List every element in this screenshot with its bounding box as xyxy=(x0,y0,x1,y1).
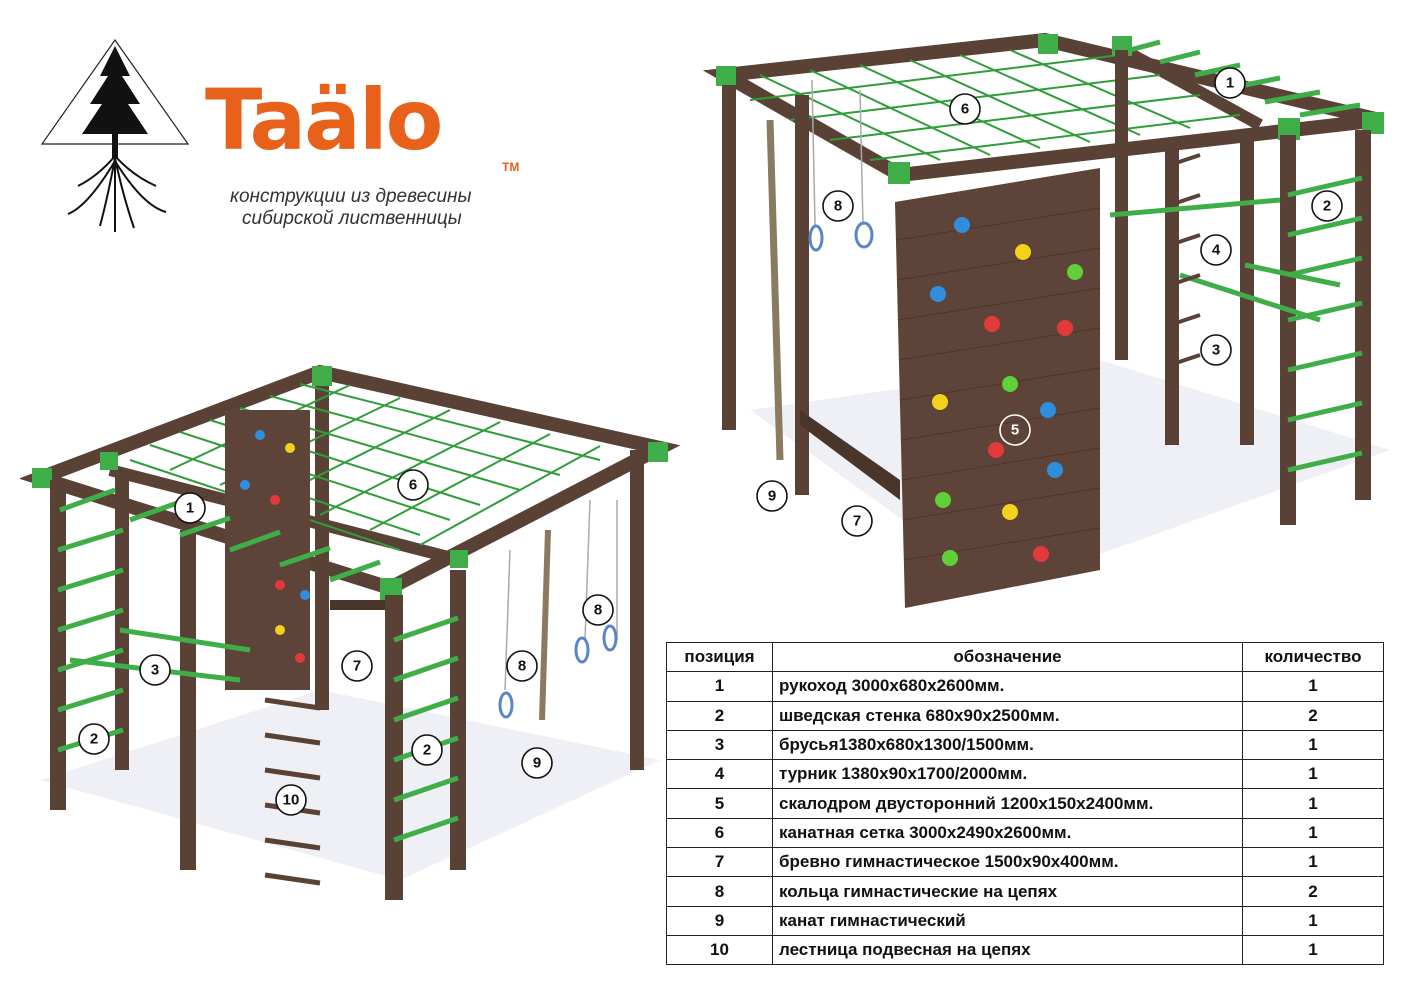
callout-right-9: 9 xyxy=(756,480,788,512)
cell-pos: 1 xyxy=(666,671,773,702)
cell-name: турник 1380x90x1700/2000мм. xyxy=(772,759,1243,790)
cell-qty: 1 xyxy=(1242,905,1384,936)
callout-right-8: 8 xyxy=(822,190,854,222)
cell-name: кольца гимнастические на цепях xyxy=(772,876,1243,907)
callout-left-3: 3 xyxy=(139,654,171,686)
cell-pos: 8 xyxy=(666,876,773,907)
callout-right-3: 3 xyxy=(1200,334,1232,366)
cell-pos: 9 xyxy=(666,905,773,936)
svg-text:4: 4 xyxy=(1212,242,1221,259)
cell-name: шведская стенка 680x90x2500мм. xyxy=(772,700,1243,731)
callout-right-2: 2 xyxy=(1311,190,1343,222)
cell-qty: 1 xyxy=(1242,847,1384,878)
tree-logo-icon xyxy=(40,38,190,232)
cell-pos: 10 xyxy=(666,934,773,966)
callout-left-6: 6 xyxy=(397,469,429,501)
cell-name: брусья1380x680x1300/1500мм. xyxy=(772,729,1243,761)
playground-render-left xyxy=(20,364,680,900)
cell-qty: 1 xyxy=(1242,759,1384,790)
trademark-mark: TM xyxy=(502,160,520,174)
svg-text:8: 8 xyxy=(594,602,602,619)
callout-right-7: 7 xyxy=(841,505,873,537)
svg-text:7: 7 xyxy=(853,513,861,530)
header-pos: позиция xyxy=(666,641,773,673)
callout-left-8b: 8 xyxy=(582,594,614,626)
cell-qty: 1 xyxy=(1242,934,1384,966)
cell-name: рукоход 3000x680x2600мм. xyxy=(772,671,1243,702)
playground-render-right xyxy=(702,32,1390,608)
callout-left-8a: 8 xyxy=(506,650,538,682)
right-callouts: 1 6 8 2 4 3 5 9 7 xyxy=(756,67,1343,537)
cell-pos: 3 xyxy=(666,729,773,761)
brand-logo: Taälo xyxy=(205,71,443,169)
table-header-row: позиция обозначение количество xyxy=(666,641,1384,673)
callout-right-6: 6 xyxy=(949,93,981,125)
svg-text:6: 6 xyxy=(409,477,417,494)
cell-pos: 6 xyxy=(666,817,773,849)
cell-qty: 1 xyxy=(1242,729,1384,761)
tagline-line-1: конструкции из древесины xyxy=(230,186,472,207)
callout-right-1: 1 xyxy=(1214,67,1246,99)
svg-text:2: 2 xyxy=(423,742,431,759)
cell-qty: 2 xyxy=(1242,876,1384,907)
cell-qty: 2 xyxy=(1242,700,1384,731)
svg-text:1: 1 xyxy=(186,500,194,517)
cell-qty: 1 xyxy=(1242,817,1384,849)
callout-left-2a: 2 xyxy=(78,723,110,755)
cell-name: бревно гимнастическое 1500x90x400мм. xyxy=(772,847,1243,878)
header-name: обозначение xyxy=(772,641,1243,673)
callout-left-2b: 2 xyxy=(411,734,443,766)
svg-text:9: 9 xyxy=(533,755,541,772)
cell-name: лестница подвесная на цепях xyxy=(772,934,1243,966)
svg-text:2: 2 xyxy=(90,731,98,748)
svg-text:8: 8 xyxy=(834,198,842,215)
svg-text:8: 8 xyxy=(518,658,526,675)
cell-name: скалодром двусторонний 1200x150x2400мм. xyxy=(772,788,1243,819)
cell-pos: 4 xyxy=(666,759,773,790)
callout-right-4: 4 xyxy=(1200,234,1232,266)
header-qty: количество xyxy=(1242,641,1384,673)
svg-text:5: 5 xyxy=(1011,422,1019,439)
svg-text:6: 6 xyxy=(961,101,969,118)
cell-pos: 2 xyxy=(666,700,773,731)
cell-name: канатная сетка 3000x2490x2600мм. xyxy=(772,817,1243,849)
svg-text:3: 3 xyxy=(151,662,159,679)
cell-pos: 7 xyxy=(666,847,773,878)
left-callouts: 1 6 3 7 2 2 8 8 9 10 xyxy=(78,469,614,816)
cell-qty: 1 xyxy=(1242,671,1384,702)
cell-name: канат гимнастический xyxy=(772,905,1243,936)
callout-left-1: 1 xyxy=(174,492,206,524)
svg-text:2: 2 xyxy=(1323,198,1331,215)
svg-text:9: 9 xyxy=(768,488,776,505)
svg-text:1: 1 xyxy=(1226,75,1234,92)
callout-left-9: 9 xyxy=(521,747,553,779)
cell-pos: 5 xyxy=(666,788,773,819)
callout-left-7: 7 xyxy=(341,650,373,682)
svg-text:3: 3 xyxy=(1212,342,1220,359)
svg-text:7: 7 xyxy=(353,658,361,675)
cell-qty: 1 xyxy=(1242,788,1384,819)
svg-text:10: 10 xyxy=(283,792,300,809)
tagline-line-2: сибирской лиственницы xyxy=(242,208,462,229)
callout-right-5: 5 xyxy=(999,414,1031,446)
callout-left-10: 10 xyxy=(275,784,307,816)
